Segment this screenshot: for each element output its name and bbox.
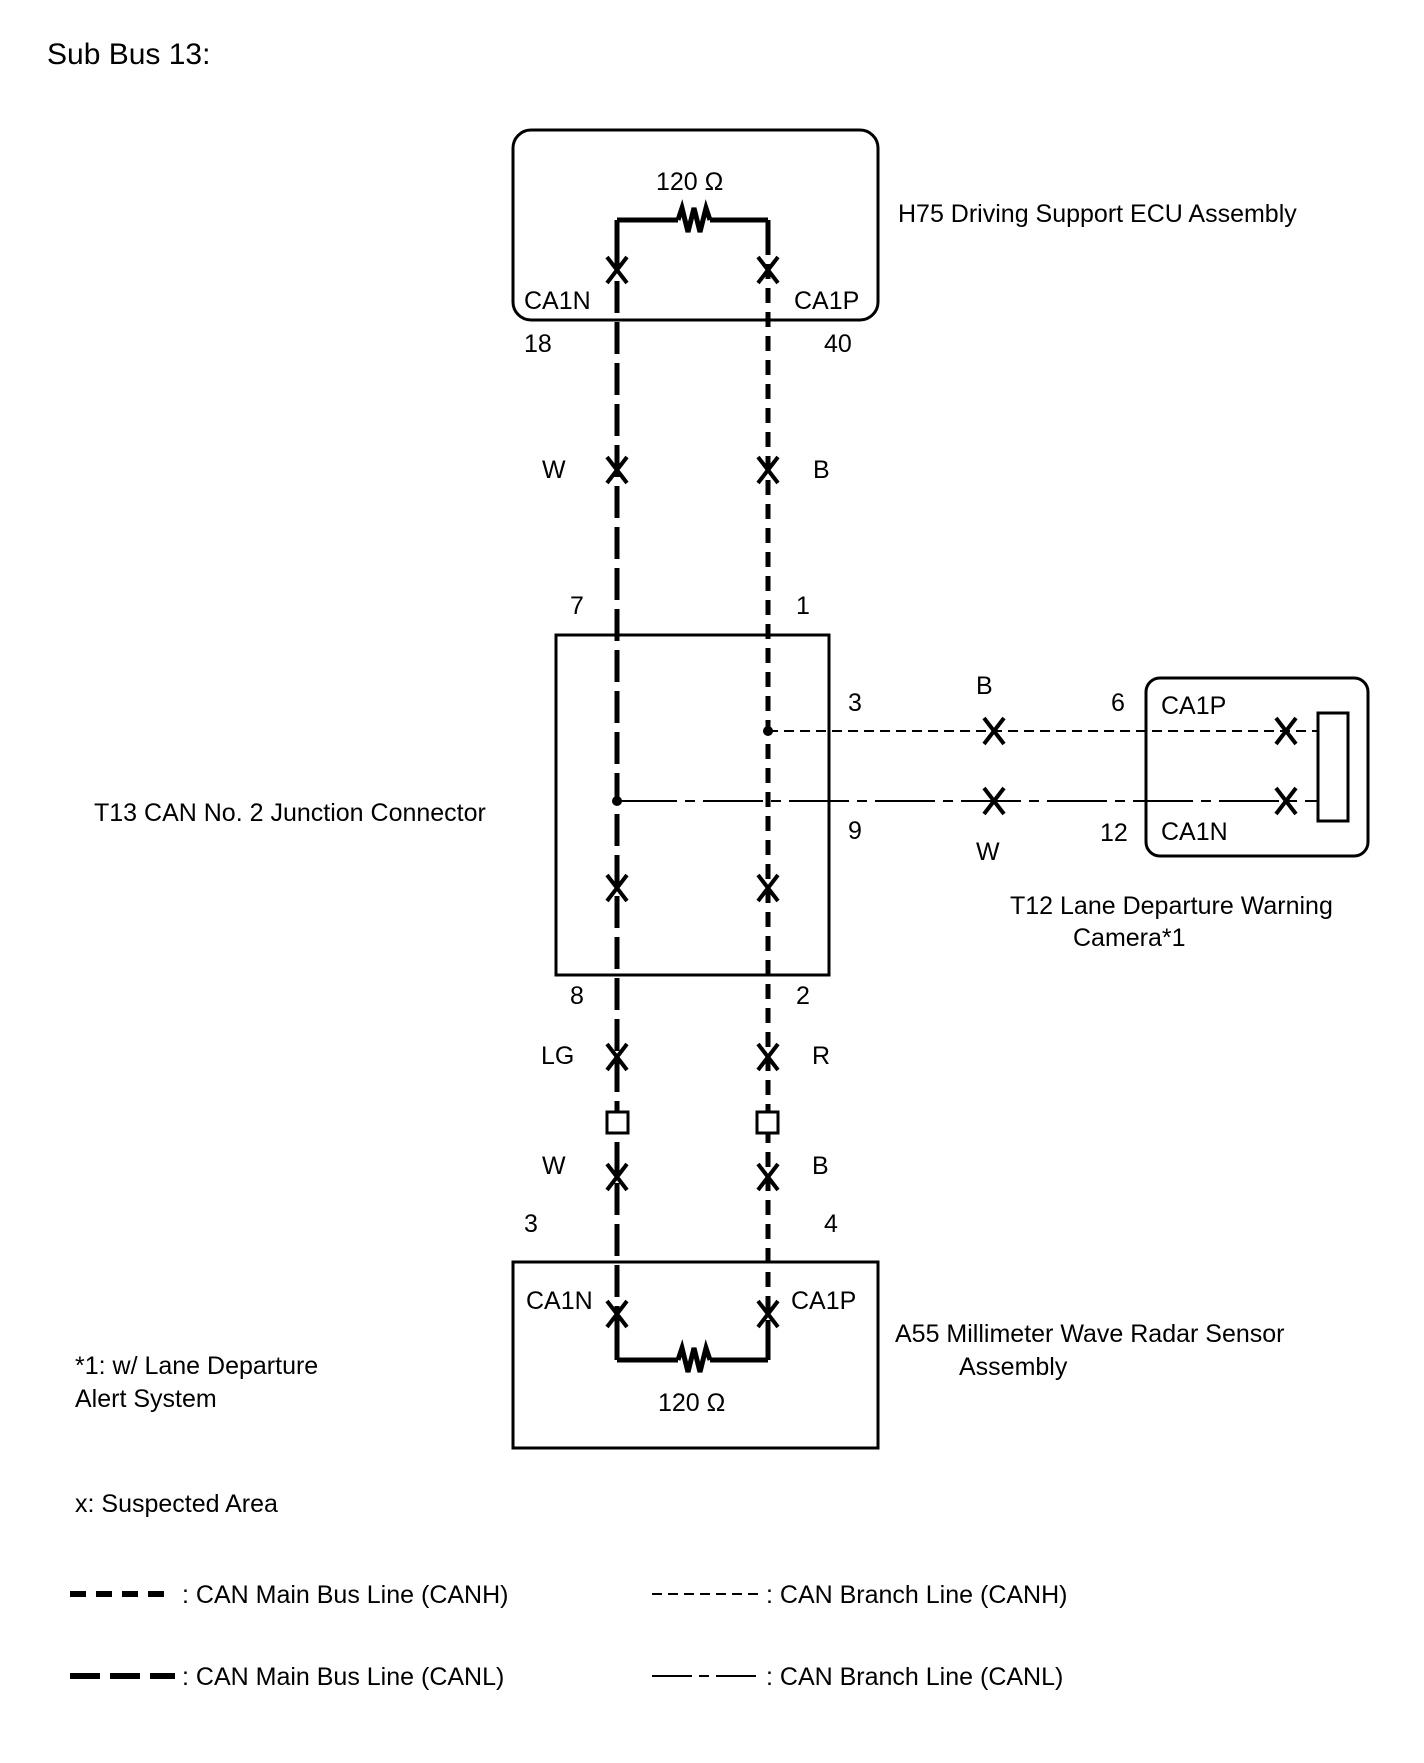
h75-pin-number-40: 40 (824, 330, 852, 358)
t12-name-line1: T12 Lane Departure Warning (1010, 892, 1333, 920)
a55-pin-number-3: 3 (524, 1210, 538, 1238)
t13-pin-8: 8 (570, 982, 584, 1010)
h75-pin-ca1p: CA1P (794, 287, 859, 315)
a55-pin-number-4: 4 (824, 1210, 838, 1238)
legend-main-canl: : CAN Main Bus Line (CANL) (182, 1663, 504, 1691)
t12-pin-ca1n: CA1N (1161, 818, 1228, 846)
h75-resistor-label: 120 Ω (656, 168, 723, 196)
legend-branch-canh: : CAN Branch Line (CANH) (766, 1581, 1067, 1609)
branch-wire-color-canl: W (976, 838, 1000, 866)
t13-pin-1: 1 (796, 592, 810, 620)
t12-camera-box (1144, 676, 1370, 858)
t13-pin-7: 7 (570, 592, 584, 620)
wire-color-mid-right: R (812, 1042, 830, 1070)
legend-branch-canl: : CAN Branch Line (CANL) (766, 1663, 1063, 1691)
wire-color-top-right: B (813, 456, 830, 484)
a55-pin-ca1n: CA1N (526, 1287, 593, 1315)
t13-junction-box (554, 633, 831, 977)
footnote-line2: Alert System (75, 1385, 217, 1413)
t12-name-line2: Camera*1 (1073, 924, 1186, 952)
a55-name-line2: Assembly (959, 1353, 1068, 1381)
footnote-line1: *1: w/ Lane Departure (75, 1352, 318, 1380)
t13-pin-2: 2 (796, 982, 810, 1010)
inline-connector-canl (605, 1110, 630, 1135)
suspected-mark-t12-canh (1274, 716, 1298, 746)
a55-name-line1: A55 Millimeter Wave Radar Sensor (895, 1320, 1285, 1348)
t12-camera-component (1316, 711, 1350, 823)
t12-pin-number-6: 6 (1111, 689, 1125, 717)
a55-pin-ca1p: CA1P (791, 1287, 856, 1315)
wire-color-top-left: W (542, 456, 566, 484)
h75-name: H75 Driving Support ECU Assembly (898, 200, 1297, 228)
t12-pin-number-12: 12 (1100, 819, 1128, 847)
suspected-mark-h75-canh (756, 255, 780, 285)
inline-connector-canh (755, 1110, 780, 1135)
t13-pin-3: 3 (848, 689, 862, 717)
a55-sensor-box (511, 1260, 880, 1450)
h75-pin-ca1n: CA1N (524, 287, 591, 315)
legend-main-canh: : CAN Main Bus Line (CANH) (182, 1581, 508, 1609)
wire-color-mid-left: LG (541, 1042, 574, 1070)
wire-color-low-left: W (542, 1152, 566, 1180)
diagram-title: Sub Bus 13: (47, 38, 210, 71)
a55-resistor-label: 120 Ω (658, 1389, 725, 1417)
a55-resistor (675, 1339, 713, 1373)
wire-color-low-right: B (812, 1152, 829, 1180)
t12-pin-ca1p: CA1P (1161, 692, 1226, 720)
h75-pin-number-18: 18 (524, 330, 552, 358)
h75-ecu-box (511, 128, 880, 322)
t13-name: T13 CAN No. 2 Junction Connector (94, 799, 486, 827)
t13-pin-9: 9 (848, 817, 862, 845)
suspected-area-legend: x: Suspected Area (75, 1490, 278, 1518)
branch-wire-color-canh: B (976, 672, 993, 700)
h75-resistor (675, 199, 713, 233)
